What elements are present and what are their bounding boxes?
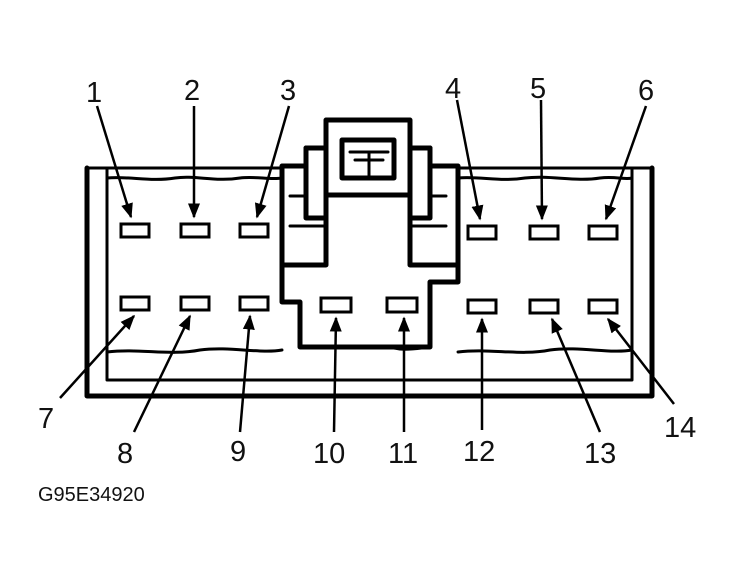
pin-cavity <box>179 222 211 239</box>
pin-cavity <box>466 298 498 315</box>
pin-label-11: 11 <box>388 438 418 470</box>
leader-line <box>59 314 136 399</box>
leader-lines <box>59 99 675 433</box>
pin-cavity <box>466 224 498 241</box>
leader-line <box>550 317 602 433</box>
leader-line <box>329 316 342 433</box>
pin-label-3: 3 <box>280 75 296 107</box>
pin-label-14: 14 <box>664 412 696 444</box>
connector-housing <box>84 117 655 399</box>
leader-line <box>535 99 548 221</box>
pin-label-2: 2 <box>184 75 200 107</box>
leader-line <box>604 105 648 221</box>
pin-label-10: 10 <box>313 438 345 470</box>
pin-cavity <box>587 298 619 315</box>
pin-cavity <box>238 222 270 239</box>
leader-line <box>607 317 675 405</box>
terminal-cavities <box>119 222 619 315</box>
pin-label-5: 5 <box>530 73 546 105</box>
pin-cavity <box>587 224 619 241</box>
pin-label-4: 4 <box>445 73 461 105</box>
pin-label-13: 13 <box>584 438 616 470</box>
pin-cavity <box>238 295 270 312</box>
pin-label-12: 12 <box>463 436 495 468</box>
leader-line <box>132 314 192 433</box>
pin-label-1: 1 <box>86 77 102 109</box>
leader-line <box>238 314 255 433</box>
drawing-code: G95E34920 <box>38 484 145 506</box>
pin-label-6: 6 <box>638 75 654 107</box>
leader-line <box>95 105 133 219</box>
pin-labels: 1 2 3 4 5 6 7 8 9 10 11 12 13 14 <box>38 73 696 470</box>
pin-label-9: 9 <box>230 436 246 468</box>
pin-cavity <box>528 298 560 315</box>
pin-cavity <box>385 296 419 314</box>
pin-label-7: 7 <box>38 403 54 435</box>
pin-label-8: 8 <box>117 438 133 470</box>
pin-cavity <box>179 295 211 312</box>
pin-cavity <box>119 222 151 239</box>
leader-line <box>254 105 291 219</box>
pin-cavity <box>528 224 560 241</box>
pin-cavity <box>119 295 151 312</box>
pin-cavity <box>319 296 353 314</box>
leader-line <box>455 99 484 221</box>
